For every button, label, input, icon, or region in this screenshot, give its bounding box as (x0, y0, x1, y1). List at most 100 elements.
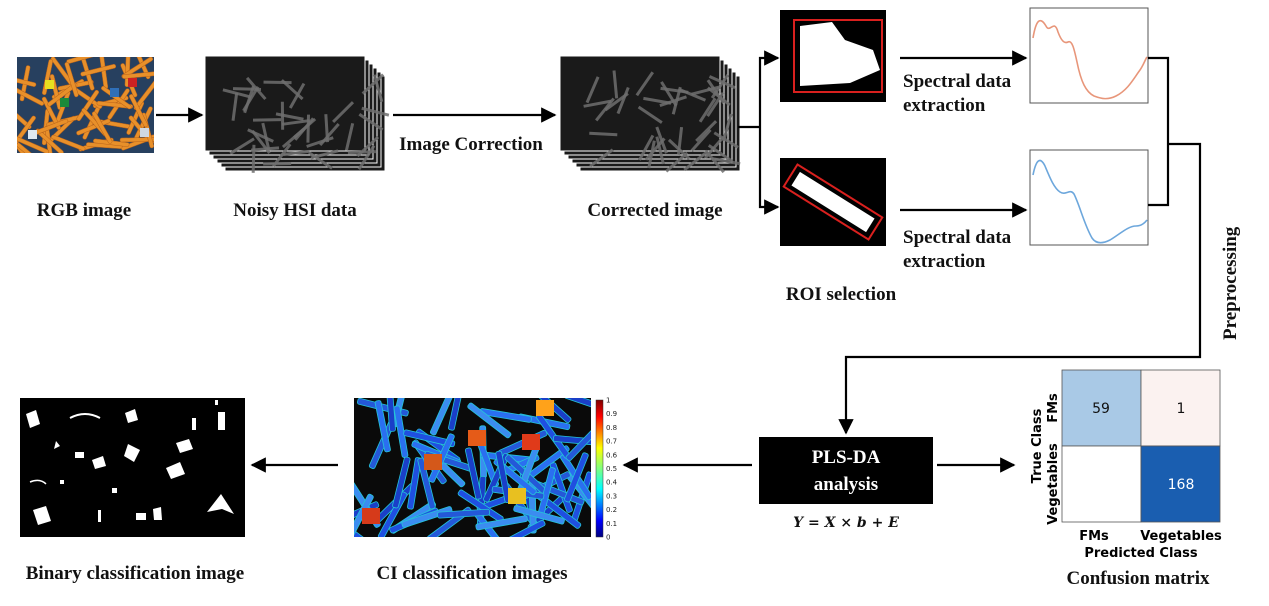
band-stick (372, 74, 384, 103)
cm-row-label-fm: FMs (1046, 393, 1061, 423)
carrot-stick (96, 100, 133, 109)
spectrum-plot-fm (1029, 7, 1149, 104)
band-stick (722, 113, 733, 142)
ci-foreign-material (522, 434, 540, 450)
band-stick (706, 86, 731, 107)
band-stick (612, 70, 619, 99)
band-stick (695, 120, 718, 143)
band-stick (604, 92, 629, 112)
band-stick (263, 162, 292, 166)
colorbar-tick: 0.7 (606, 438, 617, 446)
band-stick (245, 76, 267, 101)
ci-stick (377, 491, 408, 537)
band-stick (261, 122, 271, 151)
spectral-extraction-label-1: Spectral data extraction (903, 71, 1012, 116)
band-stick (712, 157, 741, 166)
band-stick (690, 128, 712, 152)
band-stick (251, 144, 256, 173)
band-stick (691, 85, 720, 96)
band-stick (643, 96, 672, 105)
carrot-stick (17, 86, 45, 106)
band-stick (272, 143, 292, 168)
colorbar-tick: 1 (606, 397, 610, 405)
carrot-stick (17, 140, 43, 153)
ci-stick (437, 508, 491, 519)
carrot-stick (122, 71, 154, 79)
carrot-stick (47, 82, 78, 107)
band-stick (638, 134, 655, 161)
colorbar-tick: 0.8 (606, 424, 617, 432)
colorbar-tick: 0.5 (606, 465, 617, 473)
band-stick (671, 86, 682, 115)
band-stick (222, 88, 251, 99)
colorbar: 10.90.80.70.60.50.40.30.20.10 (595, 397, 618, 542)
carrot-stick (133, 80, 154, 111)
binary-image-label: Binary classification image (25, 563, 245, 584)
carrot-stick (35, 128, 64, 153)
ci-stick (564, 452, 589, 503)
carrot-stick (76, 89, 99, 121)
band-stick (637, 105, 663, 124)
ci-classification-image (354, 398, 591, 537)
ci-stick (417, 457, 436, 510)
ci-stick (374, 400, 391, 453)
band-stick (644, 137, 666, 161)
band-stick (665, 151, 689, 173)
band-stick (585, 76, 600, 104)
spectrum-plot-vegetable (1029, 149, 1149, 246)
binary-classification-image (20, 398, 245, 537)
ci-stick (565, 420, 591, 462)
ci-stick (403, 429, 456, 448)
band-stick (679, 88, 707, 102)
colorbar-tick: 0.1 (606, 520, 617, 528)
ci-stick (448, 398, 465, 431)
cm-value-veg-veg: 168 (1168, 477, 1195, 493)
cm-col-label-fm: FMs (1079, 529, 1109, 544)
image-correction-label: Image Correction (399, 134, 543, 155)
rgb-image-label: RGB image (36, 200, 132, 221)
ci-stick (429, 398, 457, 436)
ci-stick (497, 519, 546, 537)
band-stick (280, 79, 304, 101)
plsda-equation: Y = X × b + E (793, 515, 899, 531)
band-stick (707, 144, 733, 163)
band-stick (294, 117, 315, 141)
band-stick (243, 85, 255, 114)
colorbar-tick: 0.6 (606, 451, 618, 459)
cm-cell-veg-veg (1140, 445, 1221, 523)
band-stick (250, 146, 280, 152)
carrot-stick (17, 103, 32, 130)
carrot-stick (129, 94, 148, 128)
cm-col-label-veg: Vegetables (1140, 529, 1222, 544)
arrows (156, 50, 1202, 473)
band-stick (281, 149, 310, 157)
ci-images-label: CI classification images (376, 563, 568, 584)
cm-cell-fm-fm (1061, 369, 1142, 447)
band-stick (281, 119, 310, 126)
ci-stick (407, 457, 422, 510)
corrected-image-stack (559, 55, 741, 174)
hsi-band (559, 55, 721, 152)
foreign-material (60, 98, 69, 107)
cm-row-axis-label: True Class (1030, 408, 1045, 483)
plsda-box: PLS-DA analysis (759, 437, 933, 504)
cm-value-fm-fm: 59 (1092, 401, 1110, 417)
carrot-stick (119, 137, 154, 143)
carrot-stick (121, 57, 153, 79)
foreign-material (45, 80, 54, 89)
rgb-image (17, 57, 154, 153)
ci-stick (475, 515, 528, 531)
plsda-subtitle: analysis (813, 473, 879, 495)
band-stick (713, 131, 739, 149)
ci-foreign-material (424, 454, 442, 470)
ci-stick (385, 398, 396, 432)
band-stick (710, 73, 730, 99)
ci-stick (467, 402, 512, 439)
ci-stick (354, 518, 379, 537)
preprocessing-label: Preprocessing (1220, 226, 1241, 340)
carrot-stick (80, 64, 116, 77)
spectral-extraction-label-2: Spectral data extraction (903, 227, 1012, 272)
ci-stick (464, 447, 482, 500)
colorbar-tick: 0.2 (606, 506, 617, 514)
band-stick (252, 118, 282, 122)
